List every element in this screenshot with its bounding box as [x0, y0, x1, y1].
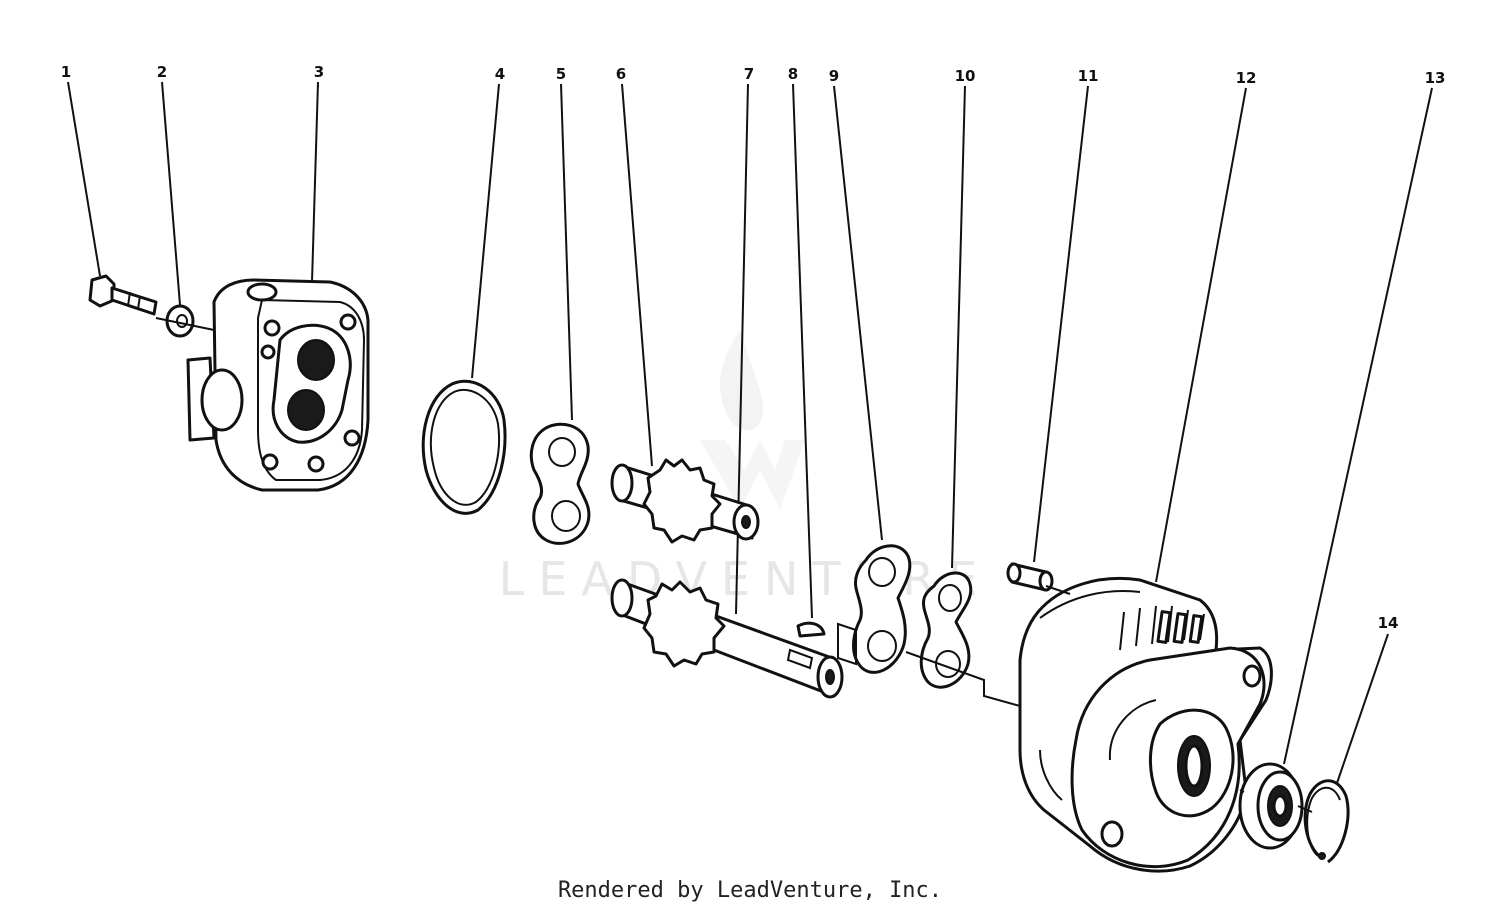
callout-9: 9 — [829, 67, 839, 85]
part-6-driven-gear — [610, 458, 760, 544]
part-9-gear-plate — [837, 544, 912, 674]
part-5-figure8-seal — [529, 422, 591, 545]
callout-4: 4 — [495, 65, 505, 83]
watermark-logo-icon — [700, 330, 805, 510]
credit-text: Rendered by LeadVenture, Inc. — [557, 878, 943, 903]
part-10-seal — [919, 571, 973, 689]
part-4-o-ring — [421, 379, 507, 515]
leader-lines — [67, 81, 1433, 787]
part-11-dowel-pin — [1006, 562, 1054, 592]
part-3-pump-cover — [186, 278, 370, 492]
callout-11: 11 — [1078, 67, 1099, 85]
callout-5: 5 — [556, 65, 566, 83]
callout-8: 8 — [788, 65, 798, 83]
part-14-retaining-ring — [1303, 779, 1350, 864]
callout-10: 10 — [955, 67, 976, 85]
alignment-lines — [155, 317, 1313, 813]
part-8-key — [796, 621, 826, 638]
callout-14: 14 — [1378, 614, 1399, 632]
callout-12: 12 — [1236, 69, 1257, 87]
callout-2: 2 — [157, 63, 167, 81]
watermark-text: LEADVENTURE — [499, 552, 992, 606]
callout-1: 1 — [61, 63, 71, 81]
part-7-drive-shaft — [610, 578, 844, 699]
part-1-bolt — [88, 274, 158, 316]
callout-6: 6 — [616, 65, 626, 83]
callout-numbers: 1 2 3 4 5 6 7 8 9 10 11 12 13 14 — [61, 63, 1446, 632]
callout-7: 7 — [744, 65, 754, 83]
part-12-pump-housing — [1018, 576, 1273, 873]
callout-3: 3 — [314, 63, 324, 81]
part-13-shaft-seal — [1238, 762, 1304, 850]
callout-13: 13 — [1425, 69, 1446, 87]
